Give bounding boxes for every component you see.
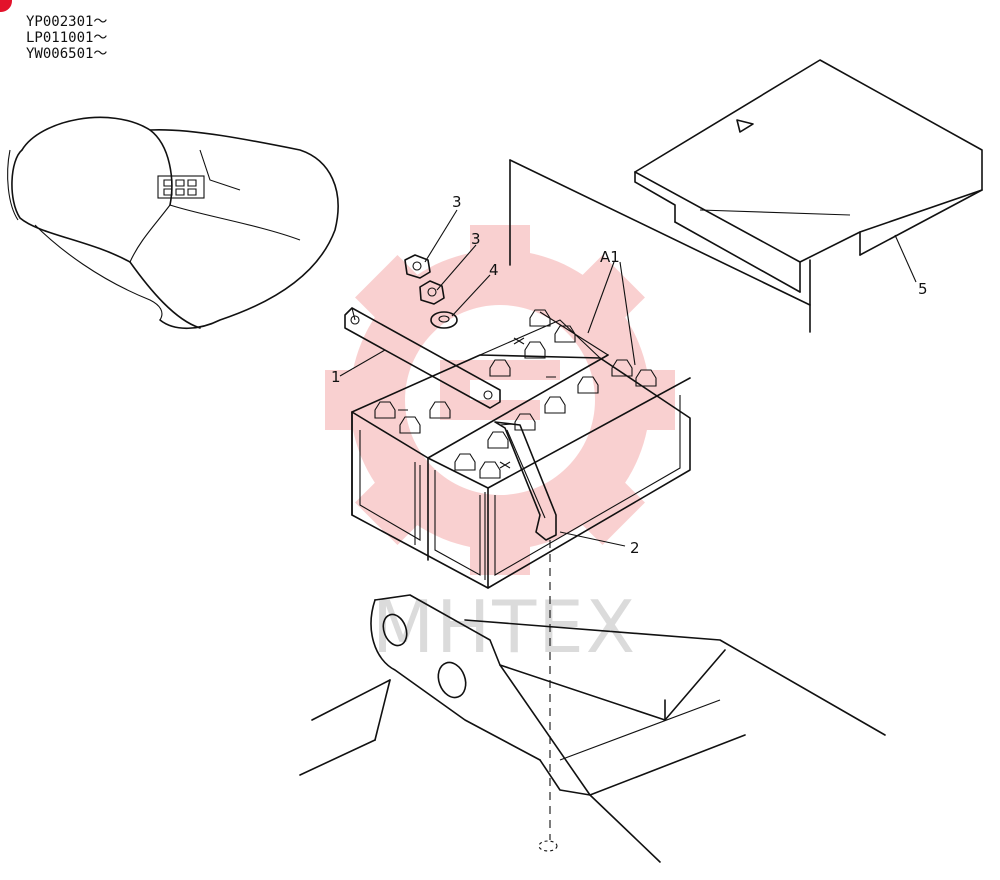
- leader-lines: [339, 209, 917, 547]
- battery-hold-down-bar: [344, 307, 501, 409]
- operator-seat: [7, 116, 339, 330]
- callout-a1: A1: [600, 248, 620, 266]
- serial-number-1: YP002301～: [26, 14, 108, 30]
- batteries: [351, 309, 691, 589]
- serial-number-3: YW006501～: [26, 46, 108, 62]
- washer-4: [430, 311, 458, 329]
- machine-frame: [299, 594, 886, 863]
- nut-3-lower: [419, 280, 445, 305]
- battery-cable: [494, 421, 558, 852]
- battery-box-panel: [509, 159, 811, 333]
- serial-number-2: LP011001～: [26, 30, 108, 46]
- hardware-nuts-washer: [404, 254, 458, 329]
- callout-4: 4: [489, 261, 499, 279]
- nut-3-upper: [404, 254, 431, 279]
- callout-3-upper: 3: [452, 193, 462, 211]
- battery-cover: [634, 59, 983, 293]
- callout-2: 2: [630, 539, 640, 557]
- watermark-text: MHTEX: [372, 585, 637, 669]
- callout-3-lower: 3: [471, 230, 481, 248]
- callout-1: 1: [331, 368, 341, 386]
- callout-5: 5: [918, 280, 928, 298]
